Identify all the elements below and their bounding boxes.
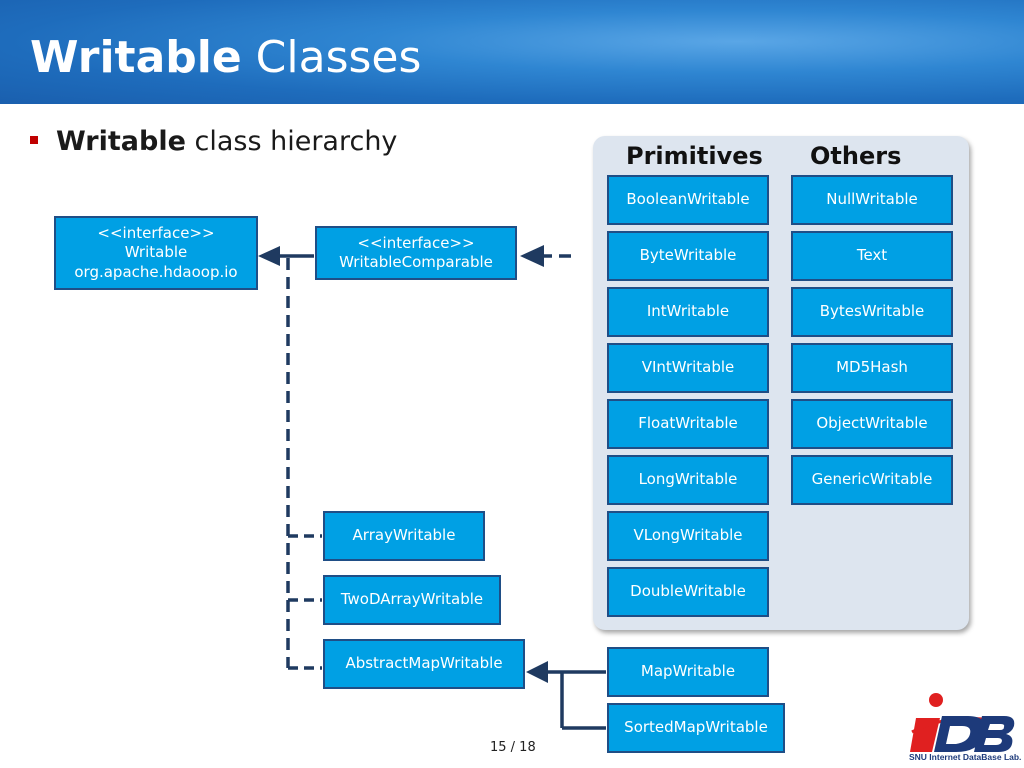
writable-comparable-interface-box: <<interface>> WritableComparable (315, 226, 517, 280)
class-box-sortedmapwritable: SortedMapWritable (607, 703, 785, 753)
class-box-floatwritable: FloatWritable (607, 399, 769, 449)
writable-arrow-head (258, 246, 280, 266)
stereotype-label: <<interface>> (97, 223, 215, 242)
class-box-bytewritable: ByteWritable (607, 231, 769, 281)
writable-name: Writable (124, 243, 188, 262)
stereotype-label: <<interface>> (357, 233, 475, 252)
others-header: Others (810, 142, 902, 170)
class-box-intwritable: IntWritable (607, 287, 769, 337)
class-box-byteswritable: BytesWritable (791, 287, 953, 337)
class-box-nullwritable: NullWritable (791, 175, 953, 225)
title-bar (0, 0, 1024, 104)
class-box-booleanwritable: BooleanWritable (607, 175, 769, 225)
class-box-objectwritable: ObjectWritable (791, 399, 953, 449)
idb-logo (910, 693, 1015, 752)
class-box-vintwritable: VIntWritable (607, 343, 769, 393)
slide-title: Writable Classes (30, 32, 422, 83)
bullet-text: Writable class hierarchy (56, 126, 398, 157)
class-box-vlongwritable: VLongWritable (607, 511, 769, 561)
primitives-header: Primitives (626, 142, 763, 170)
class-box-twodarraywritable: TwoDArrayWritable (323, 575, 501, 625)
abstractmap-arrow-head (526, 661, 548, 683)
class-box-md5hash: MD5Hash (791, 343, 953, 393)
class-box-genericwritable: GenericWritable (791, 455, 953, 505)
writable-package: org.apache.hdaoop.io (74, 262, 238, 281)
writable-interface-box: <<interface>> Writable org.apache.hdaoop… (54, 216, 258, 290)
class-box-text: Text (791, 231, 953, 281)
page-number: 15 / 18 (490, 740, 536, 755)
class-box-doublewritable: DoubleWritable (607, 567, 769, 617)
comparable-arrow-head (520, 245, 544, 267)
class-box-arraywritable: ArrayWritable (323, 511, 485, 561)
bullet-square-icon (30, 136, 38, 144)
logo-caption: SNU Internet DataBase Lab. (909, 752, 1022, 762)
class-box-longwritable: LongWritable (607, 455, 769, 505)
class-box-abstractmapwritable: AbstractMapWritable (323, 639, 525, 689)
class-box-mapwritable: MapWritable (607, 647, 769, 697)
writable-comparable-name: WritableComparable (339, 253, 493, 271)
